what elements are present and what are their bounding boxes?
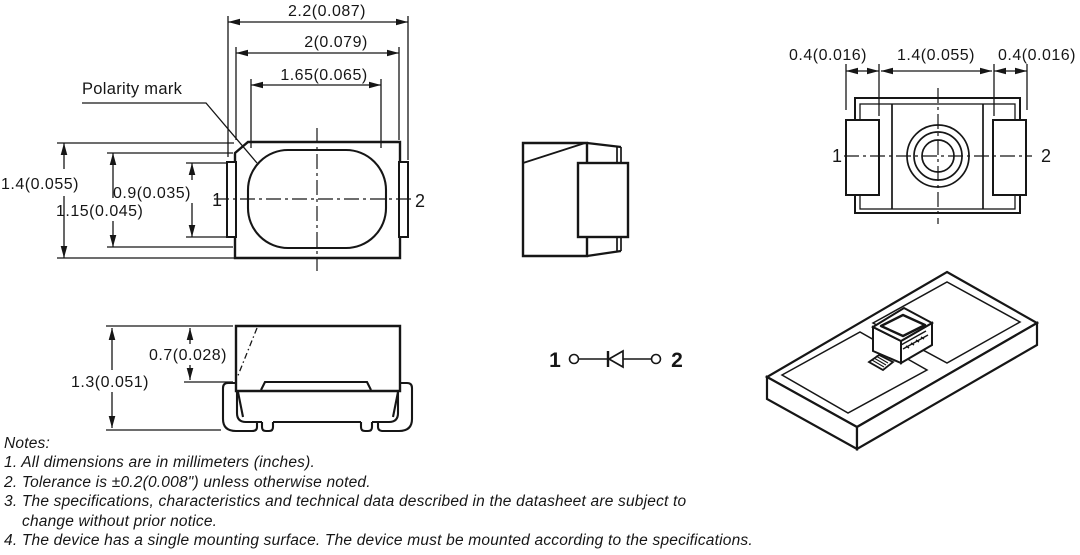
- polarity-leader-line: [82, 102, 258, 164]
- dim-center: 1.4(0.055): [897, 47, 975, 64]
- circuit-pin2-label: 2: [671, 349, 683, 372]
- dim-lead-height: 0.7(0.028): [149, 347, 227, 364]
- side-view-body-outline: [521, 141, 589, 258]
- note-line-3: 3. The specifications, characteristics a…: [4, 493, 687, 511]
- top-view-extension-lines: [57, 16, 409, 259]
- note-line-2: 2. Tolerance is ±0.2(0.008") unless othe…: [4, 473, 371, 491]
- notes-title: Notes:: [4, 435, 50, 452]
- front-view-dimension-lines: [108, 328, 194, 428]
- dim-height-body: 1.4(0.055): [1, 176, 79, 193]
- mounted-package-3d-view: [764, 270, 1040, 451]
- diode-circuit-symbol: 1 2: [549, 349, 683, 372]
- end-view-pin1-label: 1: [832, 146, 842, 166]
- front-view-lead-seat: [260, 380, 372, 391]
- terminal1-circle: [568, 353, 580, 365]
- end-view: 0.4(0.016) 1.4(0.055) 0.4(0.016) 1 2: [789, 47, 1076, 224]
- front-view-body-outline: [234, 324, 402, 393]
- front-view-chamfer-dashed: [236, 327, 258, 379]
- side-view-terminal: [576, 161, 630, 239]
- dim-width-body: 2(0.079): [304, 34, 368, 51]
- top-view-dimension-lines: [60, 18, 408, 258]
- end-view-pin2-label: 2: [1041, 146, 1051, 166]
- package-terminal-slot: [900, 330, 929, 350]
- dim-height-lens: 1.15(0.045): [56, 203, 143, 220]
- note-line-3-continued: change without prior notice.: [22, 512, 218, 530]
- note-line-1: 1. All dimensions are in millimeters (in…: [4, 454, 315, 472]
- dim-tab-right: 0.4(0.016): [998, 47, 1076, 64]
- end-view-tab-right: [992, 119, 1027, 196]
- dim-total-height: 1.3(0.051): [71, 374, 149, 391]
- note-line-4: 4. The device has a single mounting surf…: [4, 532, 753, 550]
- top-view: 2.2(0.087) 2(0.079) 1.65(0.065) 1.4(0.05…: [1, 3, 425, 271]
- package-3d: [867, 306, 935, 372]
- side-view-chamfer-line: [522, 142, 586, 164]
- side-view-lead-fold: [586, 141, 622, 258]
- polarity-mark-label: Polarity mark: [82, 80, 183, 98]
- notes-section: Notes: 1. All dimensions are in millimet…: [4, 434, 984, 550]
- top-view-pin2-label: 2: [415, 191, 425, 211]
- board-right-side: [855, 321, 1039, 451]
- dim-height-tab: 0.9(0.035): [113, 185, 191, 202]
- diode-anode-triangle: [607, 349, 624, 369]
- top-view-pin1-label: 1: [212, 190, 222, 210]
- front-view-extension-lines: [106, 325, 233, 431]
- front-view-lower-body: [236, 391, 400, 433]
- package-lens-ring: [879, 313, 927, 338]
- dim-width-outer: 2.2(0.087): [288, 3, 366, 20]
- front-view: 0.7(0.028) 1.3(0.051): [71, 324, 414, 433]
- dim-width-lens: 1.65(0.065): [280, 67, 367, 84]
- front-view-j-leads: [221, 381, 414, 433]
- end-view-tab-left: [845, 119, 880, 196]
- side-view: [521, 141, 630, 258]
- terminal2-circle: [650, 353, 662, 365]
- package-lead-foot-stripes: [871, 355, 889, 368]
- solder-pad-left: [780, 331, 929, 414]
- dim-tab-left: 0.4(0.016): [789, 47, 867, 64]
- circuit-pin1-label: 1: [549, 349, 561, 372]
